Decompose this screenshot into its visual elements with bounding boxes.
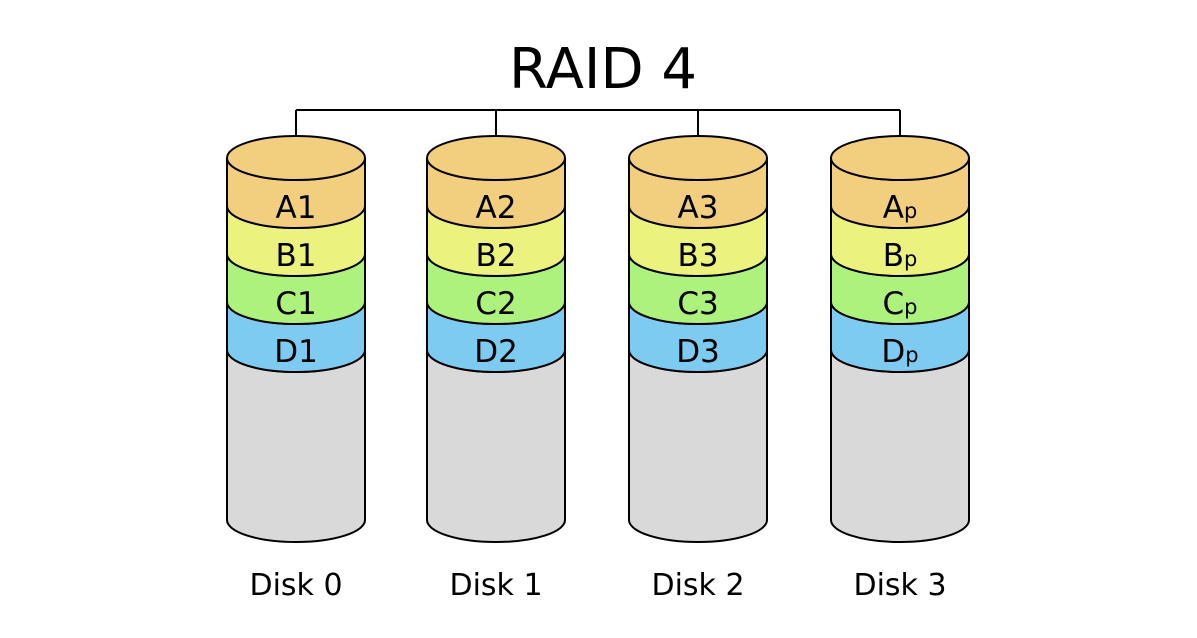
disk-top-cap	[830, 135, 970, 181]
block-label: Ap	[883, 190, 918, 226]
diagram-title: RAID 4	[509, 37, 697, 102]
disk-empty-space	[226, 349, 366, 543]
disk-label: Disk 2	[651, 568, 744, 603]
block-label: Dp	[881, 334, 918, 370]
disk-label: Disk 1	[449, 568, 542, 603]
block-label: D1	[274, 334, 318, 370]
disk-empty-space	[830, 349, 970, 543]
block-label: A2	[476, 190, 517, 226]
block-label: D2	[474, 334, 518, 370]
disk-empty-space	[426, 349, 566, 543]
block-label: C3	[677, 286, 718, 322]
disk-top-cap	[426, 135, 566, 181]
disk-label: Disk 0	[249, 568, 342, 603]
block-label: B3	[678, 238, 719, 274]
block-label: C1	[275, 286, 316, 322]
parity-subscript: p	[904, 247, 917, 271]
block-label: B1	[276, 238, 317, 274]
block-label: B2	[476, 238, 517, 274]
parity-subscript: p	[905, 343, 918, 367]
parity-subscript: p	[904, 295, 917, 319]
block-label: Cp	[883, 286, 918, 322]
parity-subscript: p	[904, 199, 917, 223]
controller-connector	[295, 109, 901, 158]
disk-label: Disk 3	[853, 568, 946, 603]
block-label: D3	[676, 334, 720, 370]
disk-top-cap	[628, 135, 768, 181]
disk-empty-space	[628, 349, 768, 543]
block-label: C2	[475, 286, 516, 322]
block-label: Bp	[883, 238, 918, 274]
block-label: A1	[276, 190, 317, 226]
disk-top-cap	[226, 135, 366, 181]
block-label: A3	[678, 190, 719, 226]
